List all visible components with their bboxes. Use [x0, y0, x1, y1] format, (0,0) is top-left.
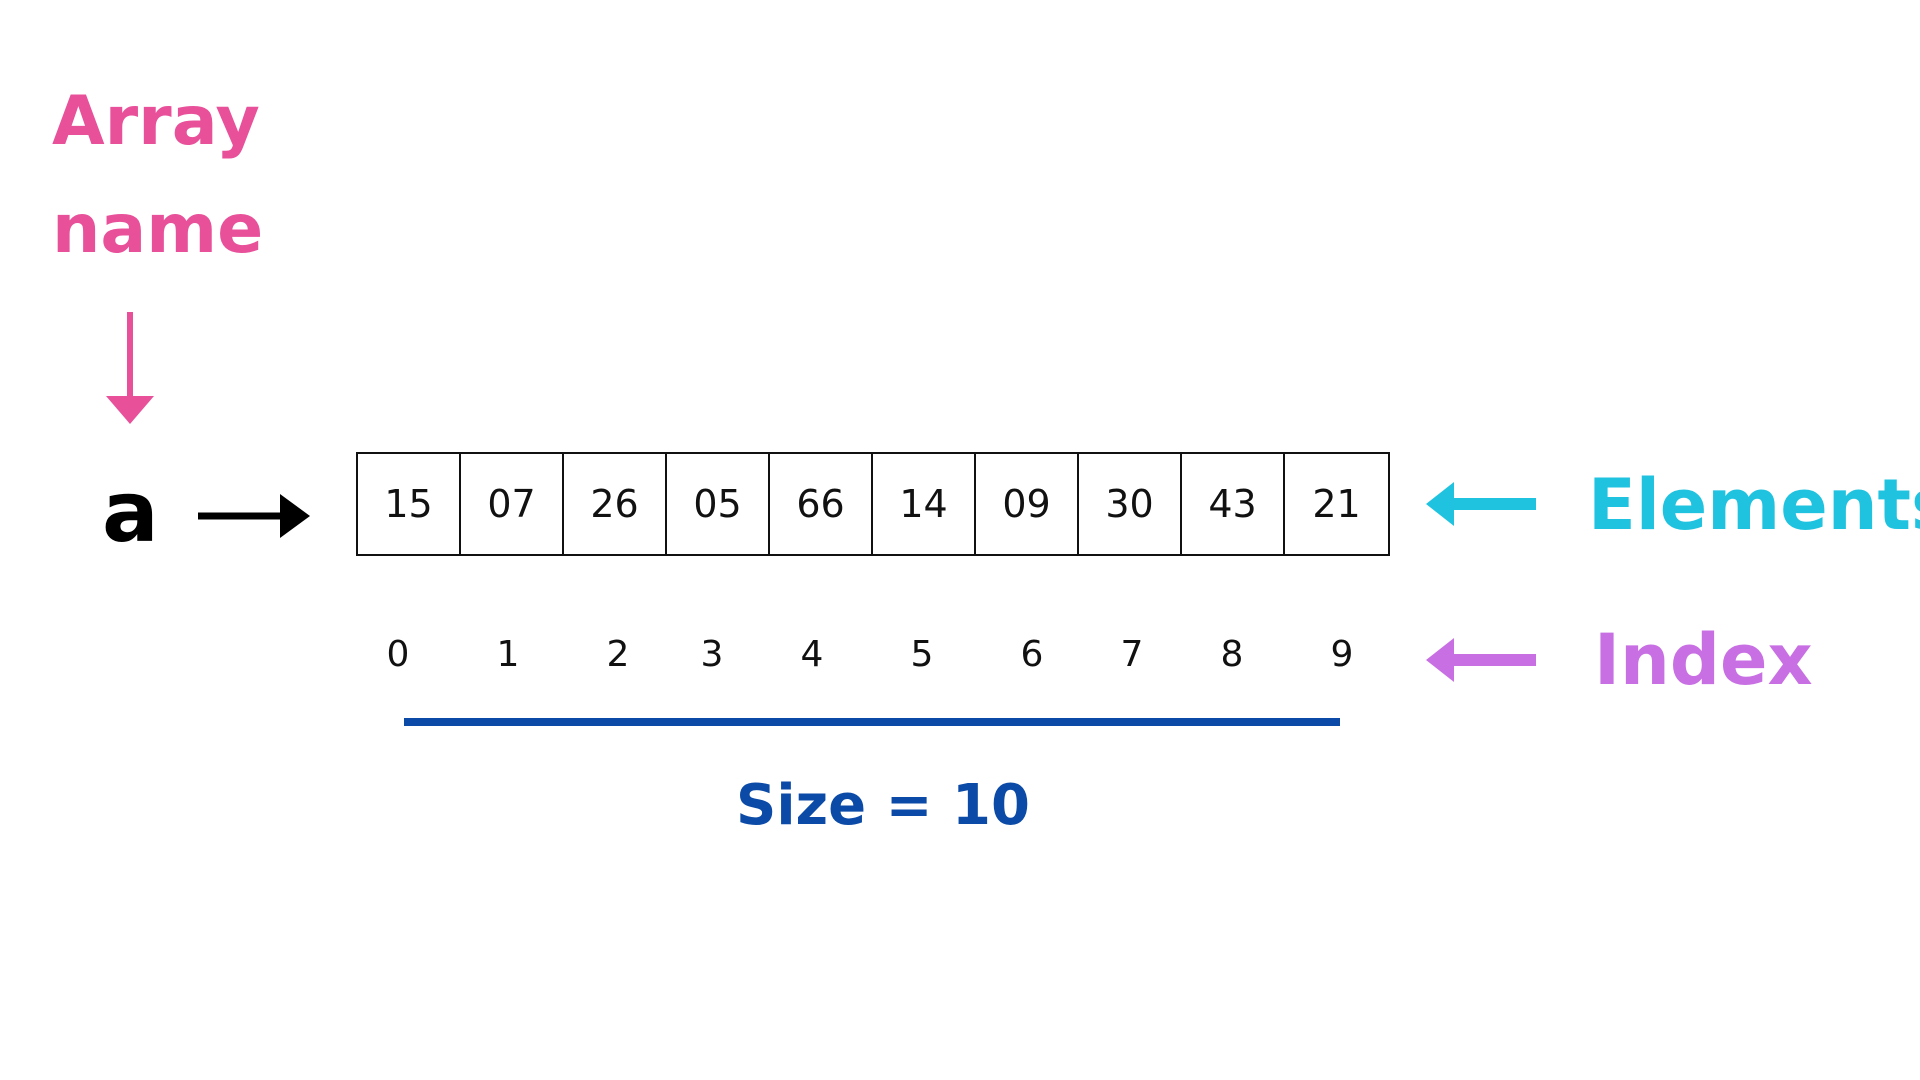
index-number: 3	[700, 634, 724, 675]
array-cell: 30	[1079, 454, 1182, 554]
array-cell: 14	[873, 454, 976, 554]
elements-label: Elements	[1588, 464, 1920, 546]
index-number: 4	[800, 634, 824, 675]
variable-name: a	[102, 463, 159, 561]
index-label: Index	[1594, 619, 1813, 701]
index-number: 6	[1020, 634, 1044, 675]
array-cell: 15	[358, 454, 461, 554]
index-number: 8	[1220, 634, 1244, 675]
array-cell: 21	[1312, 482, 1361, 526]
index-number: 9	[1330, 634, 1354, 675]
size-label: Size = 10	[736, 773, 1030, 838]
array-cell: 43	[1182, 454, 1285, 554]
left-arrow-icon	[1426, 482, 1536, 526]
array-cell: 07	[461, 454, 564, 554]
index-number: 7	[1120, 634, 1144, 675]
array-cell: 26	[564, 454, 667, 554]
index-number: 5	[910, 634, 934, 675]
index-number: 2	[606, 634, 630, 675]
index-number: 1	[496, 634, 520, 675]
index-number: 0	[386, 634, 410, 675]
down-arrow-icon	[106, 312, 154, 424]
array-name-label-line2: name	[52, 190, 264, 269]
array-cell: 66	[770, 454, 873, 554]
array-name-label: Array	[52, 82, 260, 161]
right-arrow-icon	[198, 494, 310, 538]
left-arrow-icon	[1426, 638, 1536, 682]
array-cell: 05	[667, 454, 770, 554]
array-cell: 09	[976, 454, 1079, 554]
